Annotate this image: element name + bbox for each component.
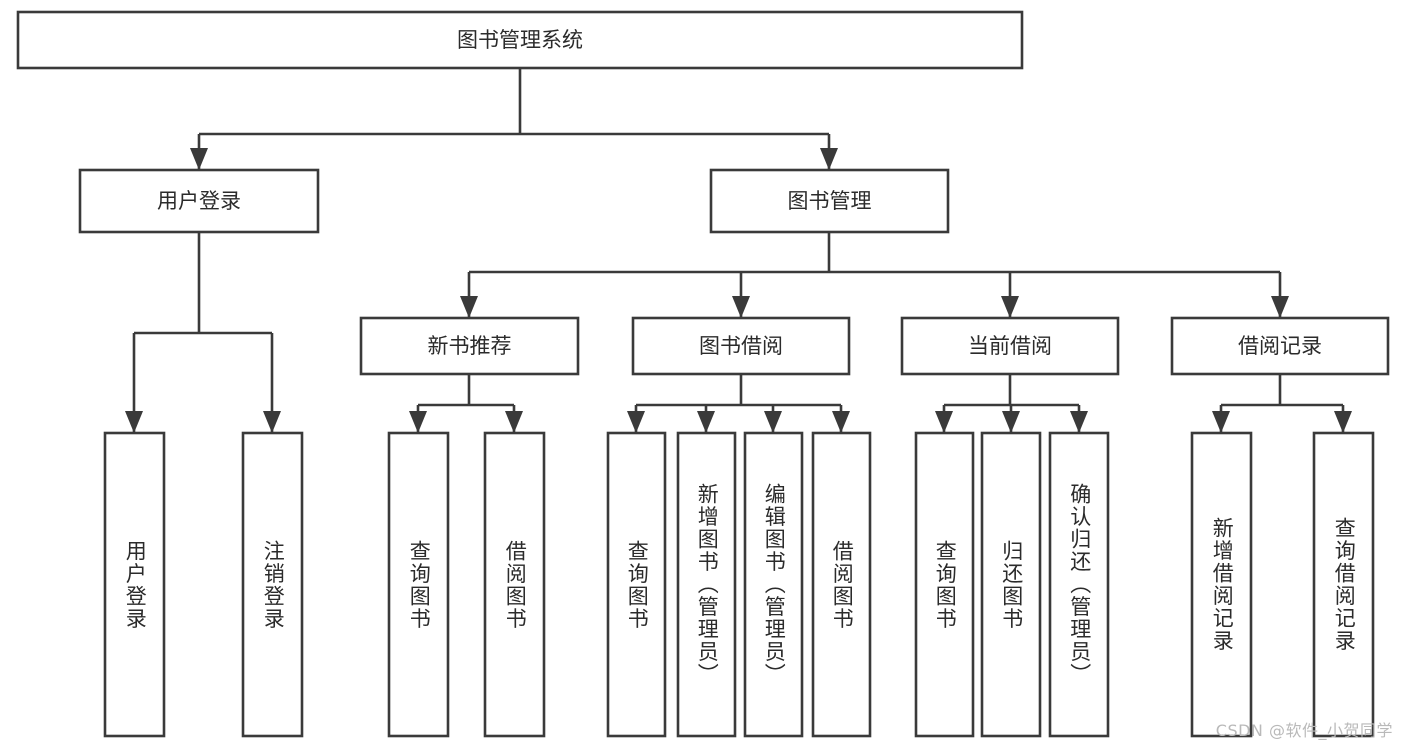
- arrow-head-icon: [460, 296, 478, 318]
- node-box-leaf-borrow-book-2[interactable]: [811, 431, 872, 738]
- arrow-head-icon: [935, 411, 953, 433]
- node-label-root: 图书管理系统: [457, 28, 583, 52]
- node-box-leaf-query-book-2[interactable]: [606, 431, 667, 738]
- arrow-head-icon: [832, 411, 850, 433]
- arrow-head-icon: [764, 411, 782, 433]
- node-leaf-user-login[interactable]: [103, 431, 166, 738]
- node-box-leaf-query-borrow-record[interactable]: [1312, 431, 1375, 738]
- node-leaf-borrow-book-1[interactable]: [483, 431, 546, 738]
- node-box-borrow-record[interactable]: [1170, 316, 1390, 376]
- node-leaf-borrow-book-2[interactable]: [811, 431, 872, 738]
- node-book-borrow[interactable]: [631, 316, 851, 376]
- node-box-leaf-edit-book-admin[interactable]: [743, 431, 804, 738]
- arrow-head-icon: [627, 411, 645, 433]
- node-box-user-login[interactable]: [78, 168, 320, 234]
- node-box-current-borrow[interactable]: [900, 316, 1120, 376]
- arrow-head-icon: [820, 148, 838, 170]
- node-box-book-borrow[interactable]: [631, 316, 851, 376]
- node-label-borrow-record: 借阅记录: [1238, 334, 1322, 358]
- arrow-head-icon: [697, 411, 715, 433]
- boxes-layer: [16, 10, 1390, 738]
- node-box-root[interactable]: [16, 10, 1024, 70]
- node-user-login[interactable]: [78, 168, 320, 234]
- node-leaf-edit-book-admin[interactable]: [743, 431, 804, 738]
- node-current-borrow[interactable]: [900, 316, 1120, 376]
- node-box-leaf-add-book-admin[interactable]: [676, 431, 737, 738]
- node-label-new-book-recommend: 新书推荐: [428, 334, 512, 358]
- watermark: CSDN @软件_小贺同学: [1215, 721, 1393, 740]
- arrow-head-icon: [125, 411, 143, 433]
- node-label-user-login: 用户登录: [157, 189, 241, 213]
- node-box-leaf-query-book-1[interactable]: [387, 431, 450, 738]
- node-borrow-record[interactable]: [1170, 316, 1390, 376]
- node-leaf-query-book-2[interactable]: [606, 431, 667, 738]
- arrow-head-icon: [190, 148, 208, 170]
- arrow-head-icon: [409, 411, 427, 433]
- arrow-head-icon: [1334, 411, 1352, 433]
- arrow-head-icon: [1070, 411, 1088, 433]
- node-root[interactable]: [16, 10, 1024, 70]
- connectors-layer: [125, 68, 1352, 433]
- node-box-new-book-recommend[interactable]: [359, 316, 580, 376]
- arrow-head-icon: [732, 296, 750, 318]
- node-label-book-manage: 图书管理: [788, 189, 872, 213]
- node-box-leaf-add-borrow-record[interactable]: [1190, 431, 1253, 738]
- node-box-leaf-logout[interactable]: [241, 431, 304, 738]
- node-leaf-add-borrow-record[interactable]: [1190, 431, 1253, 738]
- node-leaf-query-book-1[interactable]: [387, 431, 450, 738]
- node-box-leaf-confirm-return-admin[interactable]: [1048, 431, 1110, 738]
- node-box-leaf-borrow-book-1[interactable]: [483, 431, 546, 738]
- node-new-book-recommend[interactable]: [359, 316, 580, 376]
- arrow-head-icon: [1002, 411, 1020, 433]
- node-box-leaf-query-book-3[interactable]: [914, 431, 975, 738]
- node-box-book-manage[interactable]: [709, 168, 950, 234]
- node-leaf-add-book-admin[interactable]: [676, 431, 737, 738]
- arrow-head-icon: [1001, 296, 1019, 318]
- node-label-book-borrow: 图书借阅: [699, 334, 783, 358]
- node-box-leaf-return-book[interactable]: [980, 431, 1042, 738]
- node-box-leaf-user-login[interactable]: [103, 431, 166, 738]
- node-leaf-query-borrow-record[interactable]: [1312, 431, 1375, 738]
- node-leaf-return-book[interactable]: [980, 431, 1042, 738]
- node-label-current-borrow: 当前借阅: [968, 334, 1052, 358]
- node-leaf-query-book-3[interactable]: [914, 431, 975, 738]
- node-book-manage[interactable]: [709, 168, 950, 234]
- arrow-head-icon: [505, 411, 523, 433]
- arrow-head-icon: [1212, 411, 1230, 433]
- arrow-head-icon: [263, 411, 281, 433]
- node-leaf-logout[interactable]: [241, 431, 304, 738]
- node-leaf-confirm-return-admin[interactable]: [1048, 431, 1110, 738]
- arrow-head-icon: [1271, 296, 1289, 318]
